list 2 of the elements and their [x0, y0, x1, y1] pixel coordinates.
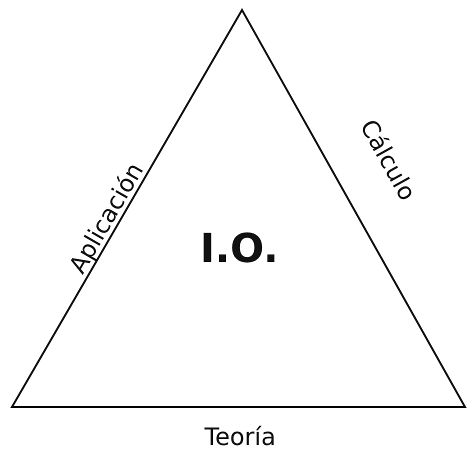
center-label: I.O. [200, 226, 278, 272]
side-label: Teoría [204, 423, 276, 451]
